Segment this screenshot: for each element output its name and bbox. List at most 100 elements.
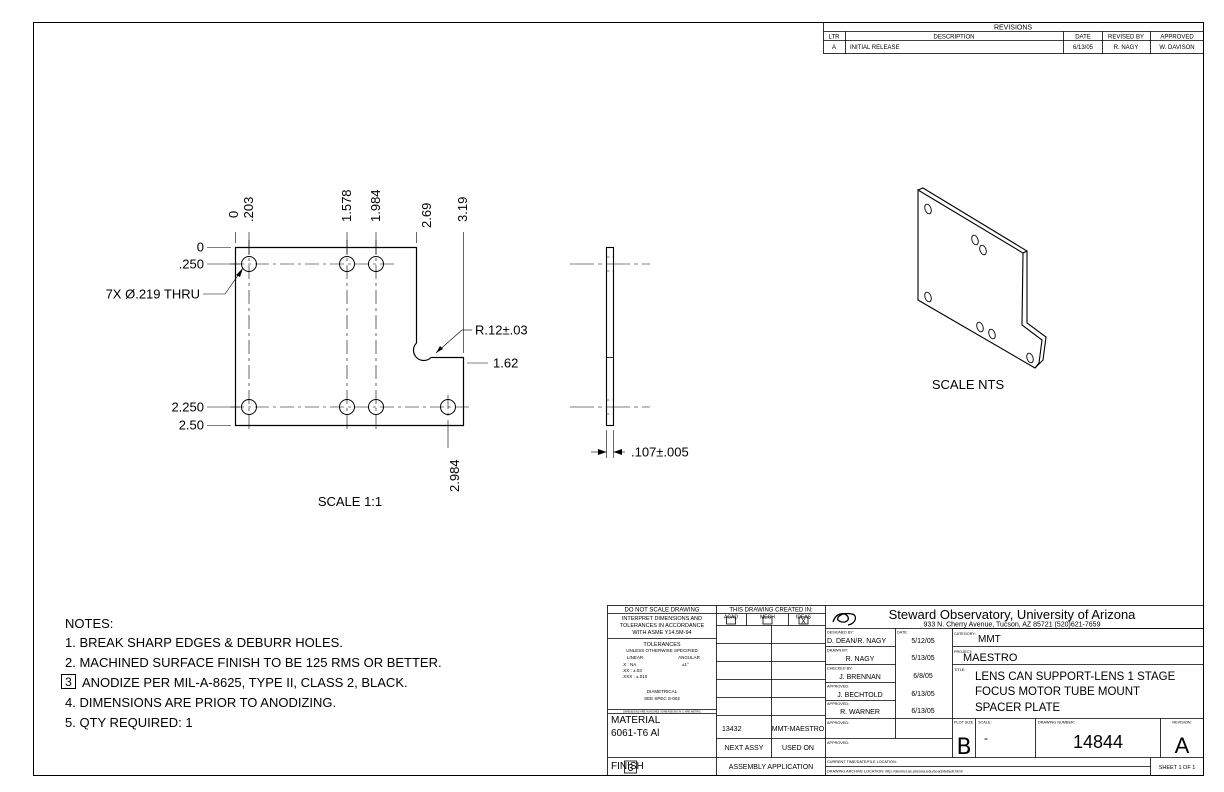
- dim-x-319: 3.19: [455, 197, 470, 222]
- current-location-label: CURRENT TIME/DATE/FILE LOCATION:: [827, 760, 897, 764]
- steward-logo: [832, 612, 857, 626]
- scale-label: SCALE:: [978, 721, 992, 725]
- hole-4: [241, 399, 257, 415]
- tolerance-angle: ±1°: [682, 662, 689, 667]
- rev-header-revised-by: REVISED BY: [1108, 35, 1144, 41]
- approved-1-date: 6/13/05: [911, 691, 934, 698]
- checked-date: 6/8/05: [913, 673, 933, 680]
- approved-1-label: APPROVED:: [827, 685, 849, 689]
- drawing-number-label: DRAWING NUMBER:: [1038, 721, 1075, 725]
- front-view: 0 .203 1.578 1.984 2.69 3.19 0 .250 2.25…: [106, 189, 528, 509]
- rev-header-ltr: LTR: [829, 35, 841, 41]
- plate-outline: [234, 246, 465, 427]
- interpret-line-3: WITH ASME Y14.5M-94: [632, 630, 691, 636]
- drawing-number: 14844: [1073, 732, 1123, 752]
- plot-size-label: PLOT SIZE: [954, 721, 974, 725]
- interpret-line-2: TOLERANCES IN ACCORDANCE: [620, 623, 705, 629]
- note-3-flag-number: 3: [65, 675, 72, 689]
- next-assy-number: 13432: [722, 726, 742, 733]
- drawn-by: R. NAGY: [846, 656, 875, 663]
- revisions-title: REVISIONS: [994, 25, 1032, 32]
- hole-2: [339, 256, 355, 272]
- tolerance-x: .X : NA: [622, 662, 636, 667]
- dim-y-250: .250: [179, 257, 204, 272]
- cad-ideas: IDEAS: [796, 615, 812, 621]
- notes-heading: NOTES:: [65, 616, 113, 631]
- category-value: MMT: [978, 634, 1001, 645]
- note-2: 2. MACHINED SURFACE FINISH TO BE 125 RMS…: [65, 655, 442, 670]
- sheet-number: SHEET 1 OF 1: [1159, 765, 1196, 771]
- created-in: THIS DRAWING CREATED IN:: [729, 608, 813, 614]
- project-label: PROJECT:: [954, 650, 972, 654]
- designed-date-label: DATE:: [897, 631, 908, 635]
- hole-5: [339, 399, 355, 415]
- checked-by-label: CHECKED BY:: [827, 667, 853, 671]
- dim-x-0: 0: [226, 211, 241, 218]
- hole-6: [368, 399, 384, 415]
- cad-mech: MECH: [760, 615, 775, 621]
- dim-x-203: .203: [241, 197, 256, 222]
- dim-y-0: 0: [197, 240, 204, 255]
- organization-name: Steward Observatory, University of Arizo…: [889, 607, 1137, 622]
- iso-view: [917, 187, 1047, 369]
- approved-3-label: APPROVED:: [827, 721, 849, 725]
- revision-value: A: [1175, 733, 1190, 758]
- hole-1: [241, 256, 257, 272]
- finish-label: FINISH: [611, 761, 644, 772]
- tolerance-linear: LINEAR: [627, 655, 644, 660]
- designed-by-label: DESIGNED BY:: [827, 631, 854, 635]
- radius-callout: R.12±.03: [475, 323, 528, 338]
- title-line-1: LENS CAN SUPPORT-LENS 1 STAGE: [975, 671, 1176, 683]
- rev-header-date: DATE: [1075, 35, 1091, 41]
- tolerances-heading: TOLERANCES: [643, 642, 681, 648]
- hole-7: [440, 399, 456, 415]
- notch-dim: 1.62: [493, 356, 518, 371]
- title-block-left-column: DO NOT SCALE DRAWING INTERPRET DIMENSION…: [611, 608, 705, 775]
- organization-address: 933 N. Cherry Avenue, Tucson, AZ 85721 (…: [924, 622, 1101, 629]
- revisions-table: [823, 22, 1204, 54]
- dim-x-1984: 1.984: [368, 189, 383, 222]
- designed-date: 5/12/05: [911, 638, 934, 645]
- scale-value: -: [984, 731, 988, 745]
- hole-callout: 7X Ø.219 THRU: [106, 287, 200, 302]
- approved-1: J. BECHTOLD: [837, 692, 882, 699]
- rev-header-description: DESCRIPTION: [933, 35, 974, 41]
- project-value: MAESTRO: [963, 652, 1018, 664]
- checked-by: J. BRENNAN: [839, 674, 881, 681]
- approved-2-date: 6/13/05: [911, 708, 934, 715]
- used-on-label: USED ON: [782, 745, 814, 752]
- dim-y-2250: 2.250: [171, 400, 204, 415]
- rev-cell-description: INITIAL RELEASE: [850, 45, 899, 51]
- rev-cell-revised-by: R. NAGY: [1114, 45, 1139, 51]
- title-block: [607, 605, 1204, 776]
- assembly-application: ASSEMBLY APPLICATION: [729, 764, 813, 771]
- category-label: CATEGORY:: [954, 632, 976, 636]
- note-1: 1. BREAK SHARP EDGES & DEBURR HOLES.: [65, 635, 343, 650]
- interpret-line-1: INTERPRET DIMENSIONS AND: [622, 616, 702, 622]
- approved-4-label: APPROVED:: [827, 741, 849, 745]
- dim-y-250b: 2.50: [179, 418, 204, 433]
- title-line-3: SPACER PLATE: [975, 702, 1061, 714]
- drawn-by-label: DRAWN BY:: [827, 649, 848, 653]
- rev-cell-ltr: A: [832, 45, 836, 51]
- material-value: 6061-T6 Al: [611, 728, 659, 739]
- hole-3: [368, 256, 384, 272]
- title-block-middle-column: THIS DRAWING CREATED IN: ACAD MECH IDEAS…: [722, 608, 825, 772]
- title-line-2: FOCUS MOTOR TUBE MOUNT: [975, 686, 1140, 698]
- designed-by: D. DEAN/R. NAGY: [827, 638, 886, 645]
- iso-view-scale: SCALE NTS: [932, 377, 1005, 392]
- note-5: 5. QTY REQUIRED: 1: [65, 715, 193, 730]
- title-block-right: Steward Observatory, University of Arizo…: [827, 607, 1195, 774]
- notes-block: NOTES: 1. BREAK SHARP EDGES & DEBURR HOL…: [61, 616, 442, 730]
- side-view: .107±.005: [570, 246, 689, 460]
- cad-acad: ACAD: [724, 615, 738, 621]
- dimensions-units-note: DIMENSIONS ARE IN INCHES / DIMENSIONS IN…: [623, 710, 701, 714]
- finish-flag-number: 3: [628, 763, 634, 774]
- do-not-scale: DO NOT SCALE DRAWING: [624, 608, 699, 614]
- note-3: ANODIZE PER MIL-A-8625, TYPE II, CLASS 2…: [82, 675, 408, 690]
- note-3-flag: [61, 674, 76, 689]
- plot-size-value: B: [956, 735, 971, 760]
- cad-ideas-check: X: [801, 619, 806, 626]
- see-spec: SEE SPEC S-002: [644, 696, 680, 701]
